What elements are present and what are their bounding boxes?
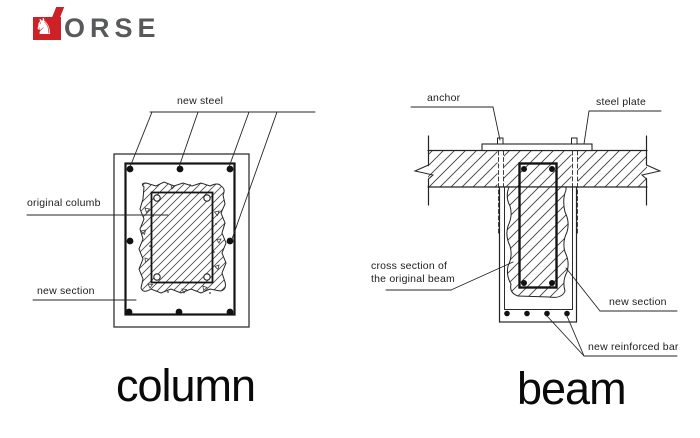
label-cross-section-line1: cross section of — [371, 260, 448, 272]
anchor-bolts — [497, 137, 578, 145]
aggregate-dots — [149, 184, 217, 294]
label-steel-plate: steel plate — [596, 96, 647, 108]
label-anchor: anchor — [427, 92, 461, 104]
horse-logo-mark: ♞ — [33, 15, 61, 40]
new-steel-rebar-dots — [125, 165, 234, 316]
original-rebar-circles — [153, 194, 211, 281]
beam-jacket-inner-lines — [504, 186, 573, 310]
horse-head-icon: ♞ — [34, 15, 54, 40]
label-new-section-beam: new section — [609, 296, 667, 308]
beam-drawing — [385, 106, 678, 357]
break-symbols — [413, 164, 662, 180]
beam-leader-lines — [385, 106, 678, 357]
original-column-section — [138, 181, 227, 294]
steel-plate-shape — [481, 143, 593, 152]
label-new-section-column: new section — [37, 285, 95, 297]
label-new-steel: new steel — [177, 95, 224, 107]
label-cross-section: cross section of the original beam — [371, 260, 455, 285]
new-reinforced-bar-dots — [504, 310, 570, 317]
logo-text: ORSE — [64, 13, 161, 43]
original-column-rebar-cage — [150, 191, 214, 284]
label-new-reinforced-bar: new reinforced bar — [588, 341, 679, 353]
original-beam-section — [506, 186, 569, 298]
column-drawing — [26, 111, 316, 328]
label-cross-section-line2: the original beam — [371, 272, 455, 285]
column-leader-lines — [26, 111, 316, 301]
beam-slab — [428, 150, 647, 187]
logo: ♞ ORSE — [33, 7, 193, 43]
aggregate-marks — [140, 184, 222, 294]
column-caption: column — [116, 360, 256, 411]
beam-caption: beam — [517, 363, 627, 414]
beam-stirrup — [518, 162, 558, 289]
beam-original-rebar-dots — [521, 166, 555, 286]
label-original-column: original columb — [27, 197, 101, 209]
